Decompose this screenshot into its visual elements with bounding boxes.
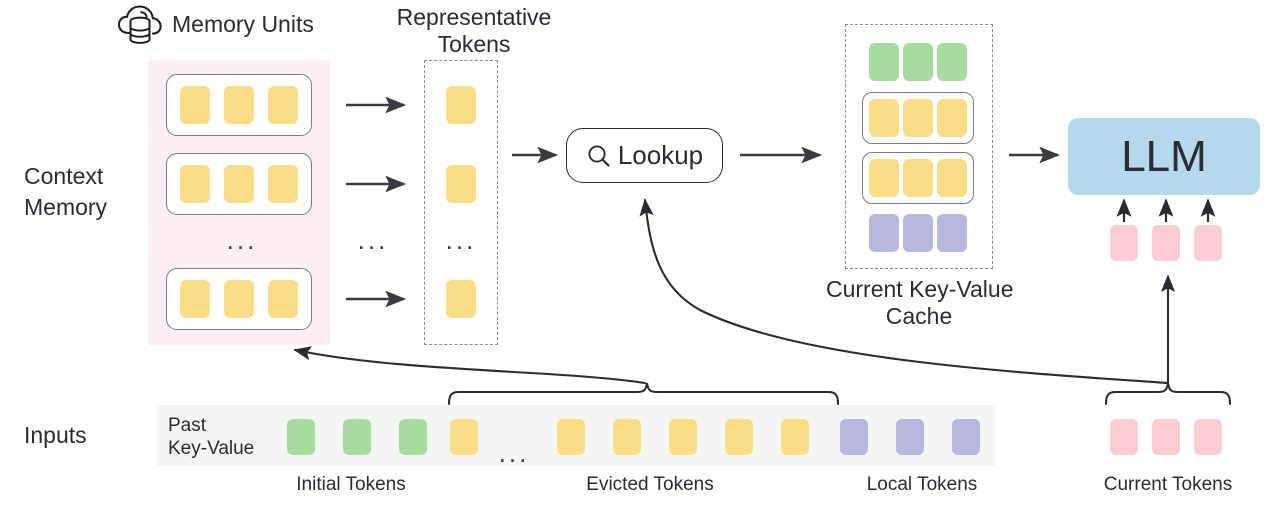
current-kv-cache-label-line2: Cache (885, 303, 953, 329)
input-evicted-token (613, 419, 641, 455)
current-kv-cache-label-line1: Current Key-Value (826, 276, 1014, 302)
evicted-to-context-memory-arrow (293, 346, 647, 385)
input-initial-token (399, 419, 427, 455)
past-key-value-label-line1: Past (168, 415, 207, 436)
context-memory-label-line2: Memory (24, 194, 108, 220)
representative-token (446, 86, 476, 124)
input-evicted-token (781, 419, 809, 455)
memory-token (180, 86, 210, 124)
kv-cache-token (903, 159, 933, 197)
llm-label: LLM (1121, 131, 1207, 181)
kv-cache-token (869, 159, 899, 197)
kv-cache-token (869, 43, 899, 81)
memory-to-representative-arrow (346, 96, 407, 308)
input-evicted-token (557, 419, 585, 455)
memory-units-title: Memory Units (172, 11, 314, 37)
lookup-label: Lookup (617, 140, 704, 170)
current-tokens-to-llm-arrows (1116, 198, 1216, 222)
kv-cache-token (937, 43, 967, 81)
kv-cache-token (903, 214, 933, 252)
input-initial-token (287, 419, 315, 455)
input-current-token (1110, 419, 1138, 455)
current-token-to-llm (1110, 225, 1138, 261)
memory-token (224, 280, 254, 318)
kv-cache-token (937, 159, 967, 197)
evicted-tokens-label: Evicted Tokens (586, 474, 714, 495)
kv-cache-token (903, 43, 933, 81)
kv-cache-token (937, 99, 967, 137)
inputs-label: Inputs (24, 422, 87, 448)
lookup-button[interactable]: Lookup (566, 128, 723, 183)
llm-box[interactable]: LLM (1068, 118, 1260, 195)
past-key-value-label-line2: Key-Value (168, 438, 255, 459)
memory-token (224, 165, 254, 203)
memory-token (180, 165, 210, 203)
representative-tokens-container (424, 60, 498, 345)
input-evicted-ellipsis: ... (498, 438, 530, 468)
representative-tokens-title-line2: Tokens (437, 31, 511, 57)
memory-token (224, 86, 254, 124)
input-current-token (1194, 419, 1222, 455)
current-tokens-label: Current Tokens (1103, 474, 1233, 495)
initial-tokens-label: Initial Tokens (296, 474, 406, 495)
kv-cache-token (869, 214, 899, 252)
input-initial-token (343, 419, 371, 455)
input-local-token (896, 419, 924, 455)
representative-tokens-ellipsis: ... (445, 225, 477, 255)
input-current-token (1152, 419, 1180, 455)
current-token-to-llm (1152, 225, 1180, 261)
input-evicted-token (725, 419, 753, 455)
arrows-column-ellipsis: ... (357, 225, 389, 255)
input-evicted-token (450, 419, 478, 455)
memory-units-ellipsis: ... (226, 225, 258, 255)
current-tokens-brace (1104, 382, 1232, 406)
input-local-token (840, 419, 868, 455)
input-evicted-token (669, 419, 697, 455)
representative-tokens-title-line1: Representative (396, 4, 552, 30)
context-memory-label-line1: Context (24, 163, 104, 189)
memory-token (268, 280, 298, 318)
cloud-database-icon (116, 4, 164, 48)
evicted-tokens-brace (447, 382, 840, 406)
memory-token (268, 165, 298, 203)
kv-cache-token (903, 99, 933, 137)
memory-token (180, 280, 210, 318)
magnifier-icon (586, 143, 612, 169)
memory-token (268, 86, 298, 124)
kv-cache-token (937, 214, 967, 252)
current-token-to-llm (1194, 225, 1222, 261)
local-tokens-label: Local Tokens (866, 474, 978, 495)
kv-cache-token (869, 99, 899, 137)
input-local-token (952, 419, 980, 455)
representative-token (446, 165, 476, 203)
representative-token (446, 280, 476, 318)
